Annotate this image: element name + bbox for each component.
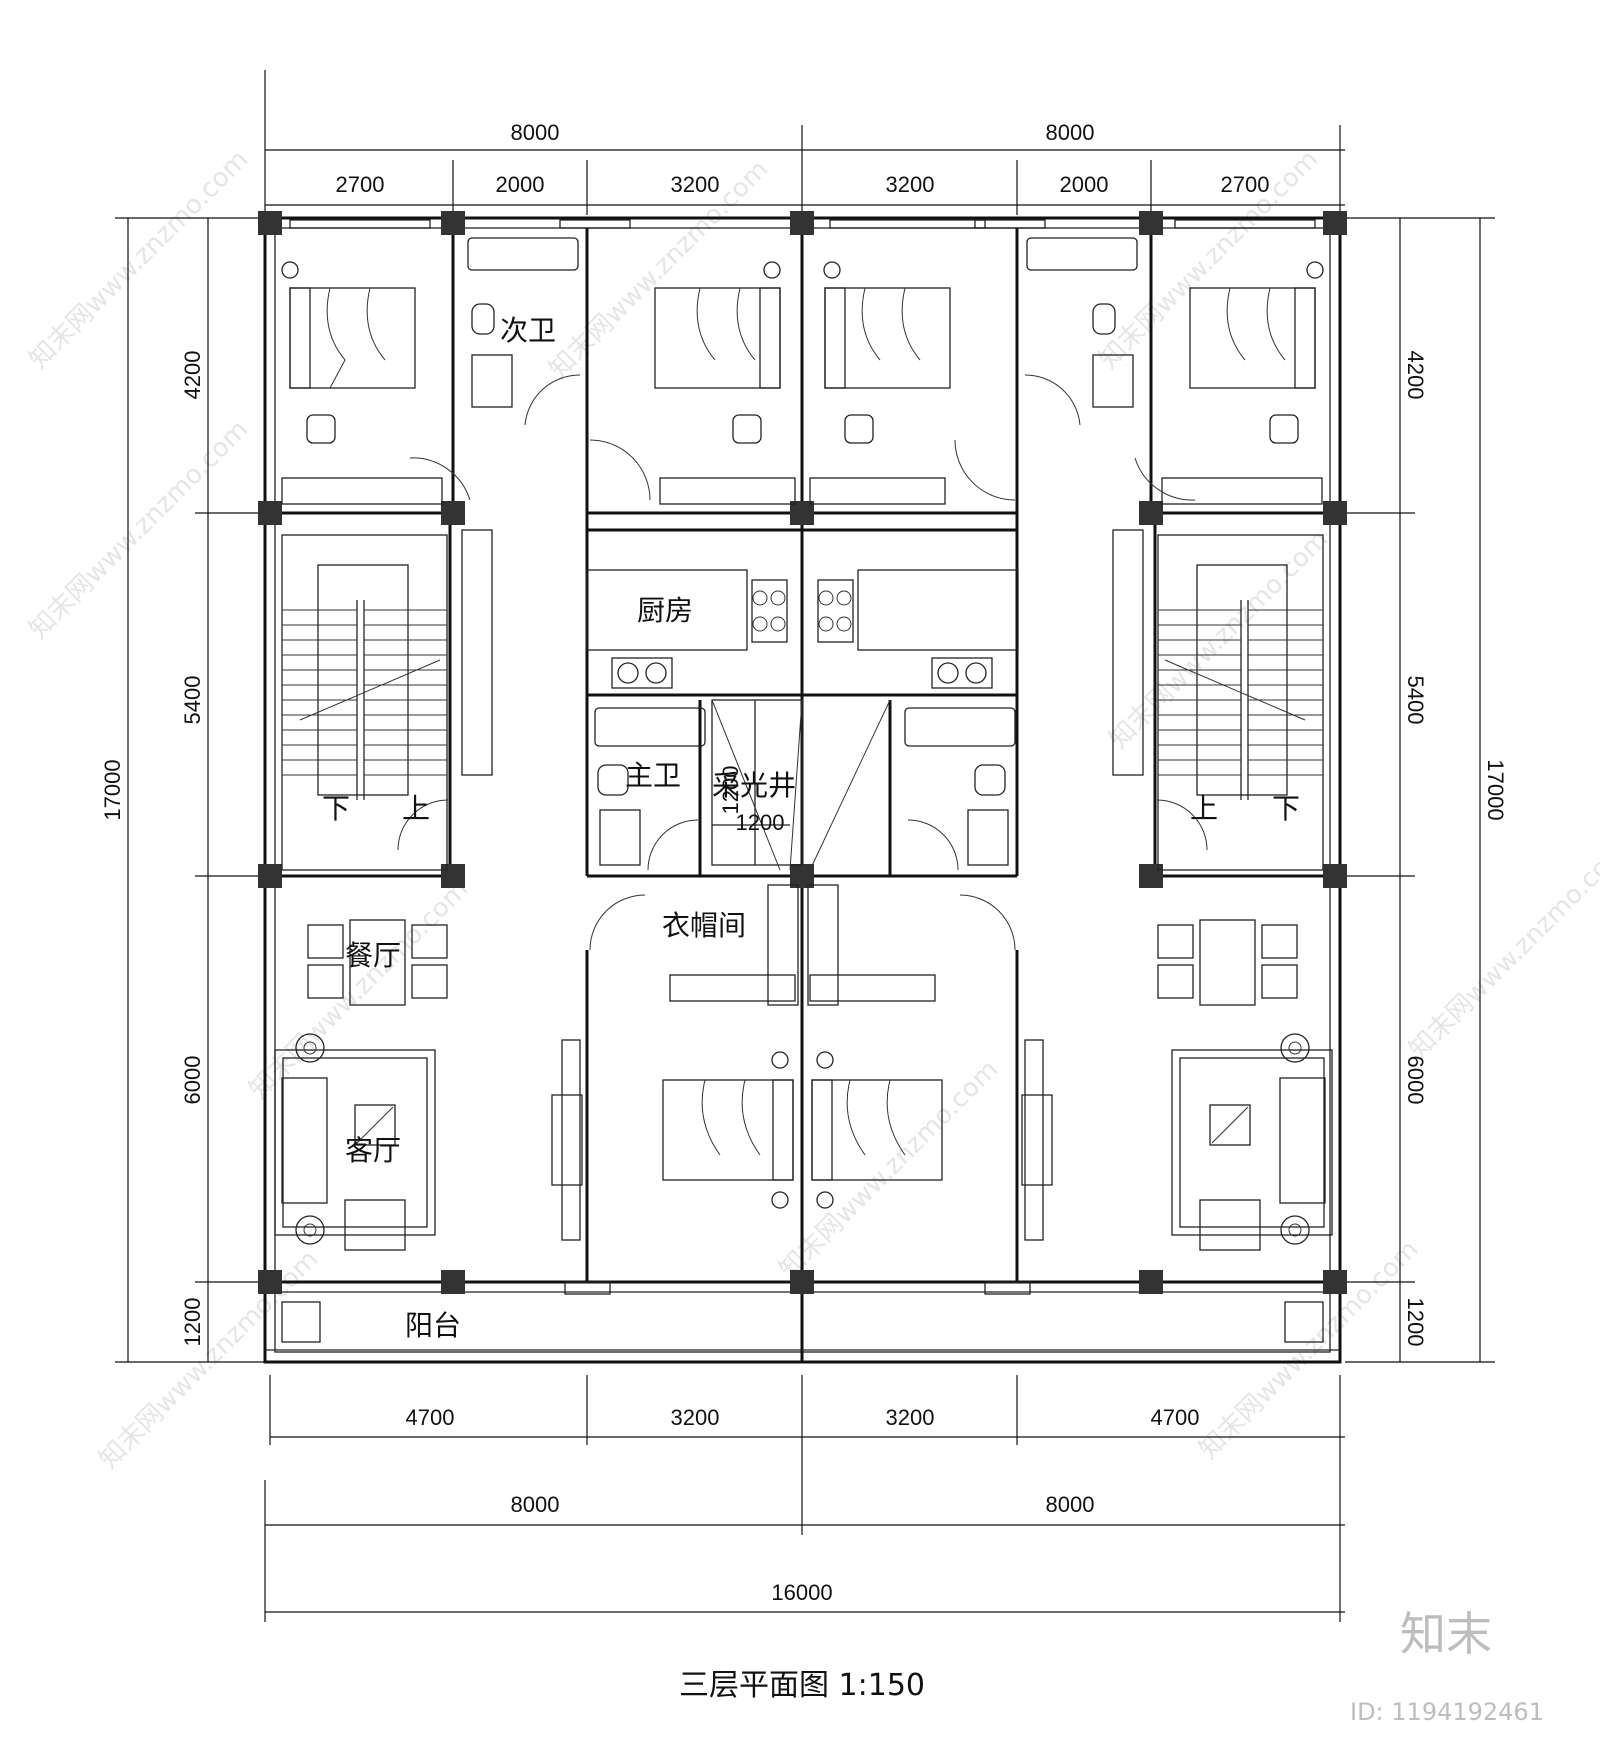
dim-bottom-seg-2: 3200 (671, 1405, 720, 1430)
structural-columns (258, 211, 1347, 1294)
dim-top-seg-3: 3200 (671, 172, 720, 197)
dim-right-seg-1: 4200 (1403, 351, 1428, 400)
dimension-lines (115, 70, 1495, 1622)
dim-bottom-overall-right: 8000 (1046, 1492, 1095, 1517)
stair-left (281, 529, 493, 871)
watermark-text: 知末网www.znzmo.com (774, 1054, 1005, 1285)
dim-right-overall: 17000 (1483, 759, 1508, 820)
lightwell (711, 699, 891, 871)
dim-bottom-seg-1: 4700 (406, 1405, 455, 1430)
dimension-labels: 8000 8000 2700 2000 3200 3200 2000 2700 … (100, 120, 1508, 1605)
watermark-text: 知末网www.znzmo.com (1404, 834, 1600, 1065)
room-label-master-bath: 主卫 (625, 759, 681, 792)
dim-top-overall-right: 8000 (1046, 120, 1095, 145)
cloakroom-fixtures (589, 884, 1016, 1006)
dim-top-seg-2: 2000 (496, 172, 545, 197)
dim-bottom-total: 16000 (771, 1580, 832, 1605)
stair-right-down-label: 下 (1272, 792, 1300, 825)
watermark-logo: 知末 (1400, 1607, 1492, 1661)
room-label-kitchen: 厨房 (637, 594, 693, 627)
watermark-text: 知末网www.znzmo.com (24, 414, 255, 645)
balcony (265, 1301, 1340, 1351)
dim-lightwell-depth: 1200 (718, 766, 743, 815)
watermark-text: 知末网www.znzmo.com (24, 144, 255, 375)
secondary-bath-fixtures (467, 237, 1138, 426)
dim-left-seg-1: 4200 (180, 351, 205, 400)
dim-top-overall-left: 8000 (511, 120, 560, 145)
living-dining-left (274, 919, 448, 1251)
dim-right-seg-4: 1200 (1403, 1298, 1428, 1347)
dim-top-seg-4: 3200 (886, 172, 935, 197)
dim-left-seg-3: 6000 (180, 1056, 205, 1105)
dim-right-seg-2: 5400 (1403, 676, 1428, 725)
room-label-balcony: 阳台 (405, 1309, 461, 1342)
dim-left-overall: 17000 (100, 759, 125, 820)
stair-right (1112, 529, 1324, 871)
master-bath-fixtures (594, 707, 1016, 871)
room-label-cloakroom: 衣帽间 (662, 909, 746, 942)
dim-left-seg-4: 1200 (180, 1298, 205, 1347)
drawing-title: 三层平面图 1:150 (679, 1668, 925, 1703)
dim-bottom-seg-4: 4700 (1151, 1405, 1200, 1430)
room-label-living: 客厅 (345, 1134, 401, 1167)
stair-left-up-label: 上 (402, 792, 430, 825)
dim-right-seg-3: 6000 (1403, 1056, 1428, 1105)
watermark-text: 知末网www.znzmo.com (544, 154, 775, 385)
dim-lightwell-width: 1200 (736, 810, 785, 835)
watermark-text: 知末网www.znzmo.com (1094, 144, 1325, 375)
dim-top-seg-6: 2700 (1221, 172, 1270, 197)
windows (289, 219, 1316, 229)
dim-left-seg-2: 5400 (180, 676, 205, 725)
living-dining-right (1157, 919, 1333, 1251)
stair-left-down-label: 下 (322, 792, 350, 825)
watermark-text: 知末网www.znzmo.com (244, 874, 475, 1105)
dim-bottom-seg-3: 3200 (886, 1405, 935, 1430)
room-label-dining: 餐厅 (345, 939, 401, 972)
dim-top-seg-5: 2000 (1060, 172, 1109, 197)
watermark-id: ID: 1194192461 (1350, 1698, 1544, 1726)
dim-top-seg-1: 2700 (336, 172, 385, 197)
stair-right-up-label: 上 (1190, 792, 1218, 825)
room-label-lightwell: 采光井 (712, 769, 796, 802)
kitchen-fixtures (586, 569, 1019, 689)
dim-bottom-overall-left: 8000 (511, 1492, 560, 1517)
bedroom-furniture-top (281, 261, 1324, 505)
master-bedroom-furniture (551, 1039, 1053, 1295)
room-label-secondary-bath: 次卫 (500, 314, 556, 347)
